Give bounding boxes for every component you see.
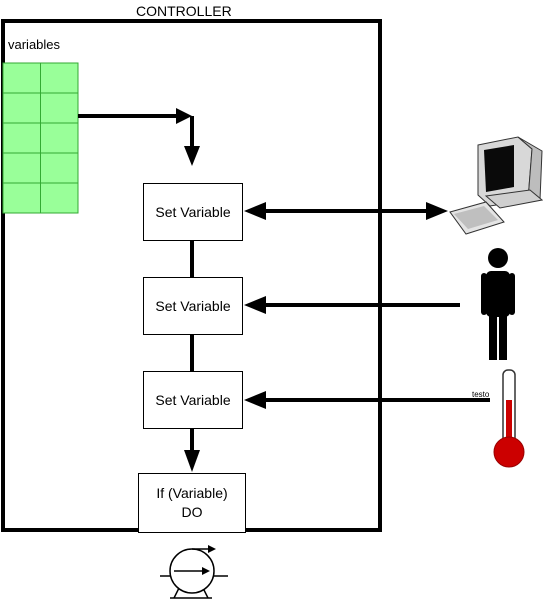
- person-icon: [481, 248, 515, 360]
- set-variable-label-3: Set Variable: [155, 392, 231, 408]
- connector-3-condition: [184, 428, 200, 472]
- thermometer-icon: [493, 369, 525, 468]
- variable-cell: [2, 152, 41, 184]
- controller-title: CONTROLLER: [136, 3, 232, 19]
- variable-cell: [40, 62, 79, 94]
- variable-cell: [2, 122, 41, 154]
- computer-arrow: [244, 202, 448, 220]
- variable-cell: [40, 122, 79, 154]
- variables-arrow: [78, 108, 200, 166]
- thermometer-label: testo: [472, 390, 490, 399]
- condition-line-2: DO: [181, 504, 203, 520]
- set-variable-block-1: Set Variable: [143, 183, 243, 241]
- pump-icon: [160, 545, 228, 599]
- person-arrow: [244, 296, 460, 314]
- set-variable-block-2: Set Variable: [143, 277, 243, 335]
- variable-cell: [40, 182, 79, 214]
- variable-cell: [2, 182, 41, 214]
- condition-line-1: If (Variable): [156, 485, 228, 501]
- thermometer-arrow: [244, 391, 490, 409]
- condition-block: If (Variable) DO: [138, 473, 246, 533]
- variables-label: variables: [8, 37, 61, 52]
- variables-grid: [2, 62, 79, 214]
- set-variable-label-1: Set Variable: [155, 204, 231, 220]
- set-variable-label-2: Set Variable: [155, 298, 231, 314]
- variable-cell: [40, 92, 79, 124]
- variable-cell: [2, 62, 41, 94]
- set-variable-block-3: Set Variable: [143, 371, 243, 429]
- variable-cell: [40, 152, 79, 184]
- computer-icon: [449, 136, 543, 235]
- variable-cell: [2, 92, 41, 124]
